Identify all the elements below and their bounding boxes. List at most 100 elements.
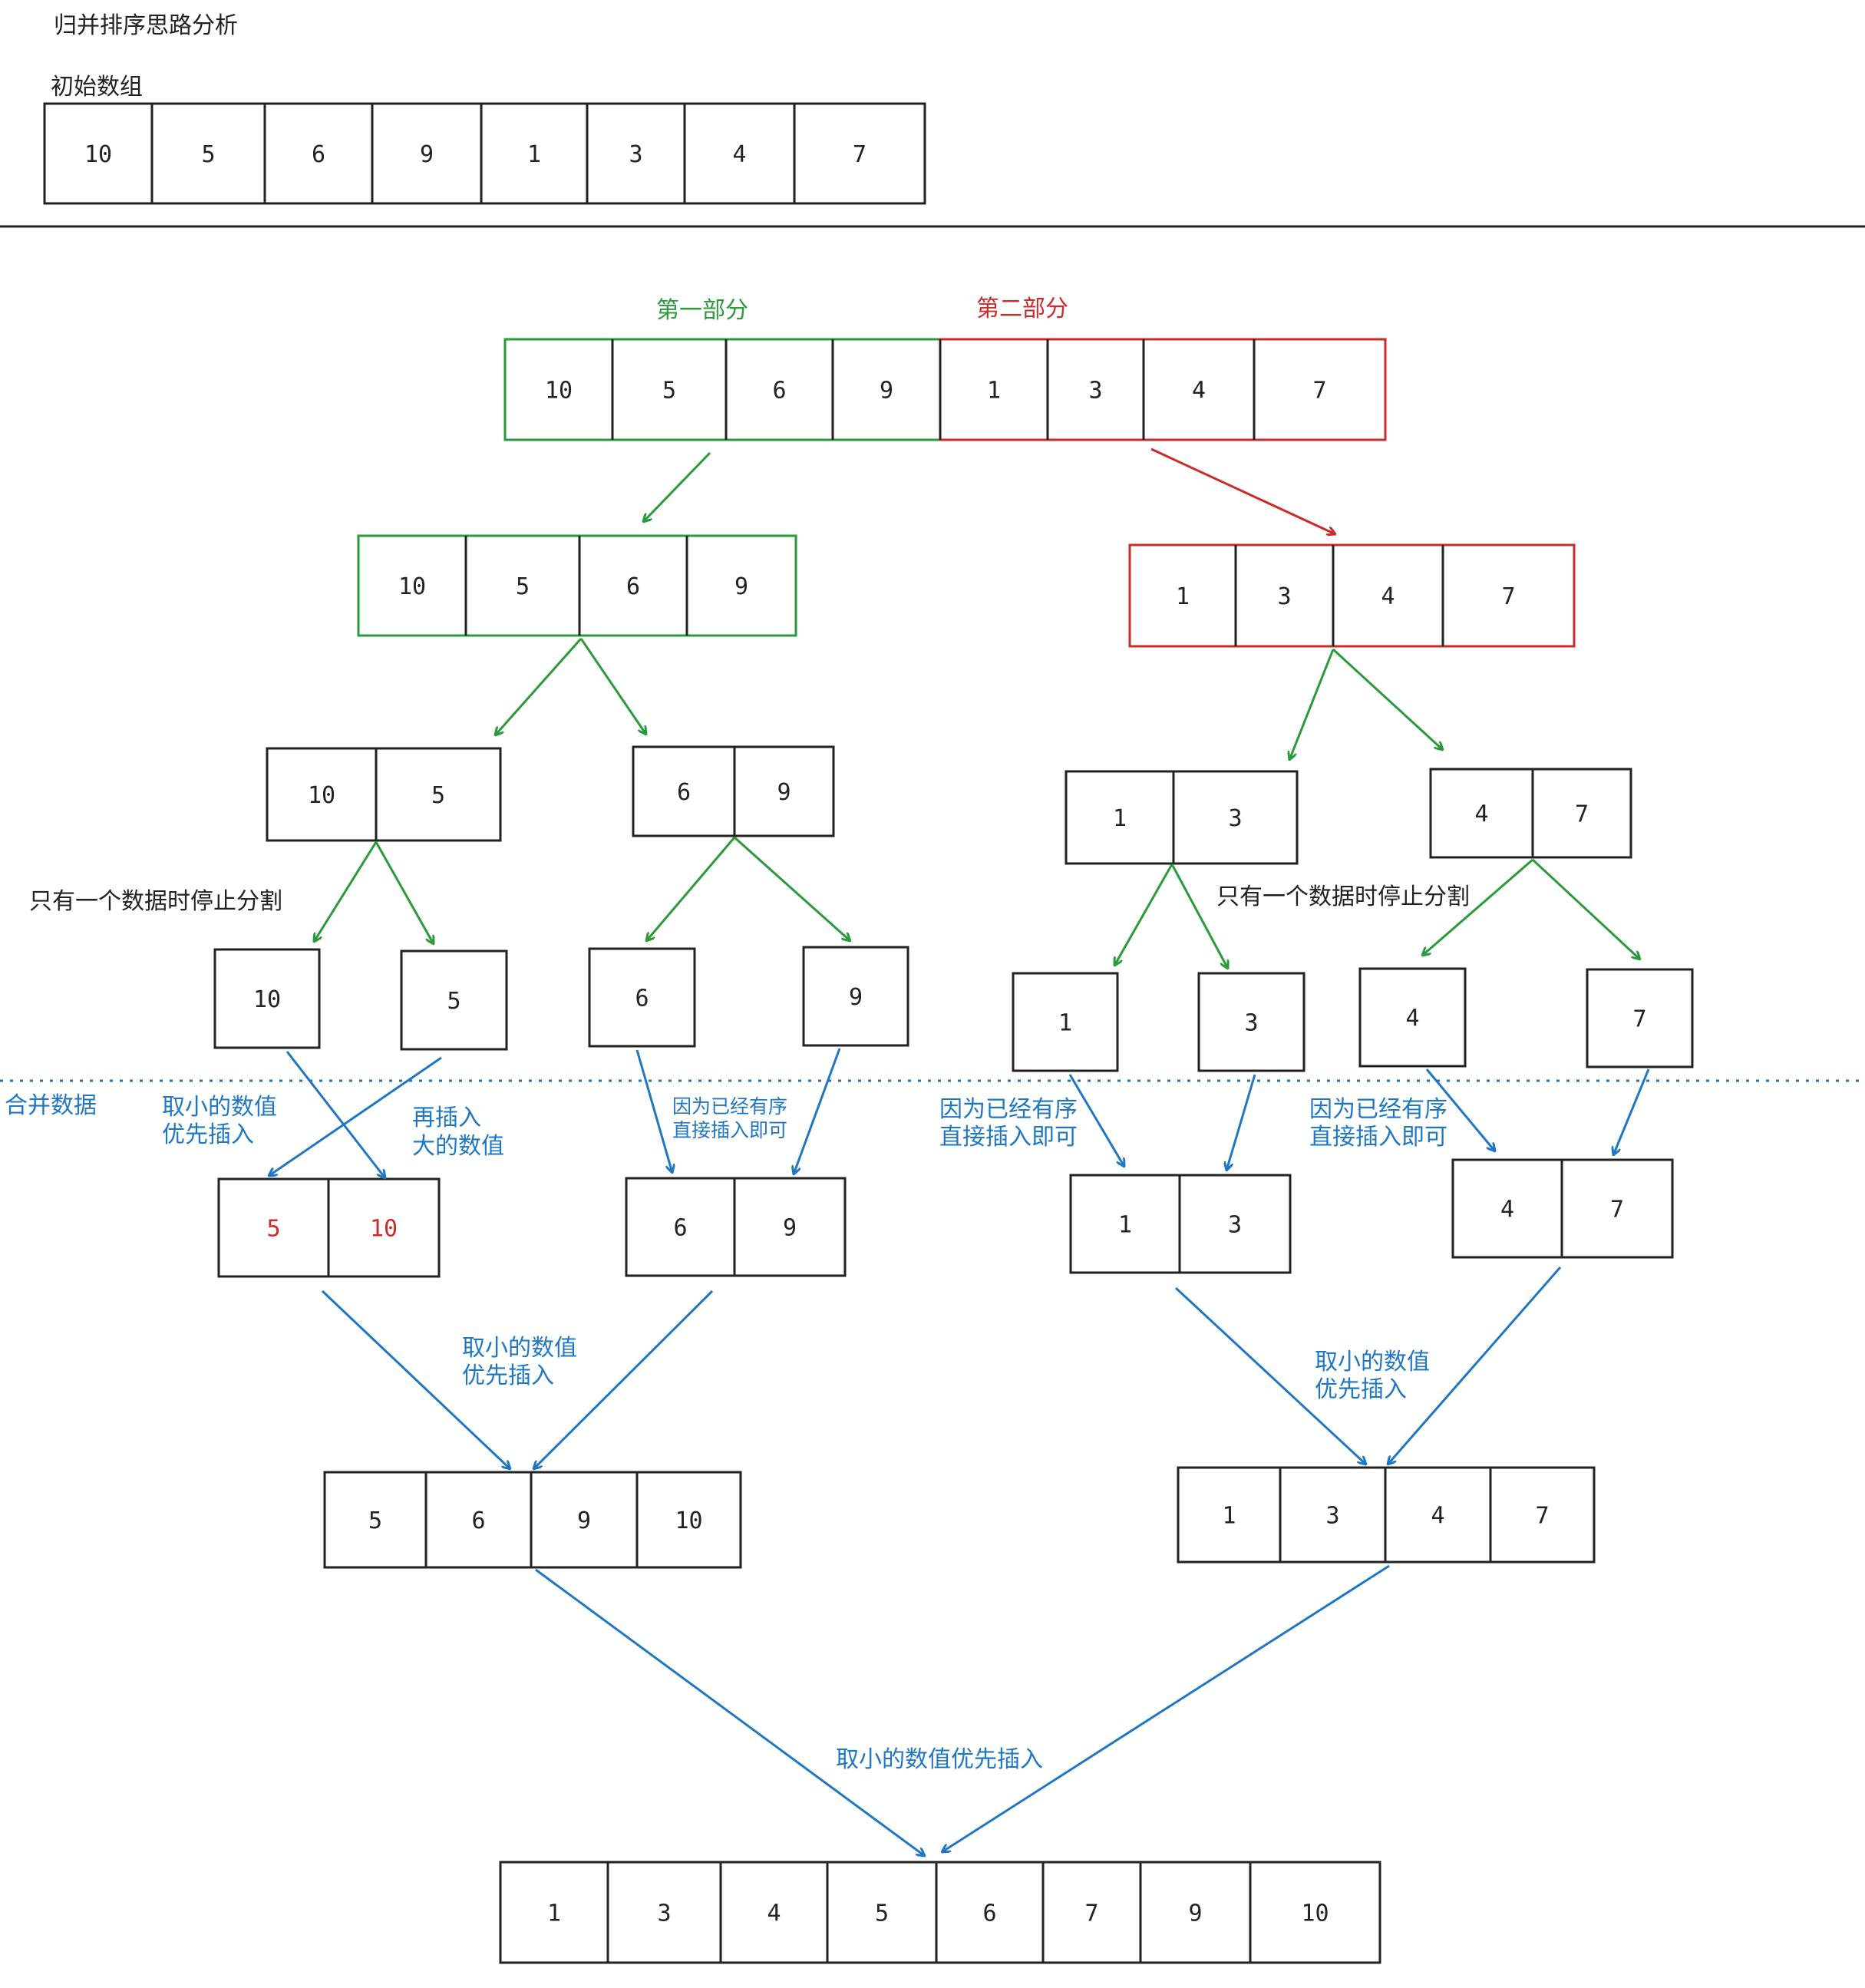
array-cell-value: 10 (675, 1508, 702, 1534)
note-already-sorted-3a: 因为已经有序 (1309, 1096, 1447, 1123)
note-take-small-1a: 取小的数值 (162, 1094, 277, 1121)
array-cell-value: 5 (662, 378, 676, 405)
note-take-small-3b: 优先插入 (1315, 1376, 1407, 1403)
arrow-green (643, 451, 711, 522)
array-frame (1429, 768, 1632, 859)
array-frame-green (503, 338, 942, 441)
array-cell-value: 4 (1474, 801, 1488, 828)
stop-split-note-right: 只有一个数据时停止分割 (1216, 883, 1470, 910)
array-cell-value: 1 (547, 1900, 561, 1927)
single-5-box: 5 (400, 949, 508, 1051)
merge-data-label: 合并数据 (5, 1092, 97, 1119)
arrow-green (375, 841, 434, 944)
note-already-sorted-2a: 因为已经有序 (939, 1096, 1078, 1123)
array-cell-value: 4 (1405, 1006, 1419, 1032)
arrow-green (1422, 858, 1533, 956)
note-insert-big-b: 大的数值 (412, 1133, 504, 1160)
array-frame (357, 534, 797, 637)
array-cell-value: 5 (368, 1508, 382, 1534)
arrow-blue (1174, 1286, 1366, 1465)
array-frame (400, 949, 508, 1051)
array-cell-value: 7 (1575, 801, 1589, 828)
array-cell-value: 1 (1113, 805, 1127, 832)
array-cell-value: 6 (982, 1900, 996, 1927)
array-cell-value: 6 (772, 378, 786, 405)
array-cell-value: 1 (1176, 583, 1190, 610)
array-frame (266, 747, 502, 842)
arrow-green (1289, 649, 1335, 760)
array-cell-value: 3 (1244, 1010, 1258, 1037)
array-cell-value: 7 (1632, 1006, 1646, 1033)
single-4-box: 4 (1358, 967, 1467, 1068)
array-cell-value: 7 (1084, 1900, 1098, 1927)
array-cell-value: 7 (1610, 1197, 1624, 1224)
arrow-blue (1068, 1074, 1124, 1167)
array-cell-value: 9 (783, 1215, 797, 1242)
array-frame (1128, 543, 1576, 648)
arrow-blue (635, 1049, 672, 1173)
arrow-green (1531, 858, 1640, 959)
array-cell-value: 5 (431, 782, 445, 809)
array-cell-value: 9 (734, 573, 748, 600)
array-cell-value: 1 (1222, 1503, 1236, 1530)
array-cell-value: 6 (626, 573, 640, 600)
array-frame (802, 946, 909, 1047)
array-cell-value: 4 (767, 1900, 781, 1927)
array-cell-value: 9 (849, 984, 863, 1011)
array-cell-value: 7 (853, 141, 866, 168)
note-already-sorted-1a: 因为已经有序 (672, 1095, 787, 1118)
arrow-blue (269, 1056, 442, 1176)
array-cell-value: 10 (253, 986, 281, 1013)
array-cell-value: 3 (1277, 583, 1291, 610)
array-cell-value: 7 (1501, 583, 1515, 610)
right-half-array: 1 3 4 7 (1128, 543, 1576, 648)
arrow-blue (942, 1564, 1390, 1852)
array-cell-value: 6 (677, 779, 691, 806)
array-frame (1586, 968, 1694, 1068)
array-cell-value: 1 (1118, 1212, 1132, 1239)
initial-array-label: 初始数组 (51, 74, 143, 101)
array-cell-value: 10 (398, 573, 426, 600)
arrow-green (734, 836, 850, 941)
arrow-blue (286, 1051, 385, 1178)
arrow-blue (1388, 1266, 1562, 1465)
array-cell-value: 5 (201, 141, 215, 168)
note-take-small-final: 取小的数值优先插入 (836, 1746, 1043, 1773)
array-frame (323, 1471, 742, 1569)
array-frame (499, 1861, 1381, 1964)
single-9-box: 9 (802, 946, 909, 1047)
array-cell-value: 5 (447, 988, 460, 1015)
single-10-box: 10 (213, 948, 321, 1049)
array-frame (1065, 770, 1299, 865)
arrow-green (1332, 648, 1443, 750)
arrow-green (495, 638, 583, 735)
single-7-box: 7 (1586, 968, 1694, 1068)
note-insert-big-a: 再插入 (412, 1105, 481, 1131)
arrow-blue (1226, 1074, 1256, 1171)
array-cell-value: 6 (312, 141, 325, 168)
array-cell-value: 4 (1381, 583, 1395, 610)
array-frame (588, 947, 696, 1048)
array-cell-value: 7 (1312, 378, 1326, 405)
arrow-blue (1613, 1068, 1650, 1155)
arrow-green (646, 837, 736, 941)
note-take-small-1b: 优先插入 (162, 1121, 254, 1148)
array-cell-value: 3 (1325, 1503, 1339, 1530)
array-cell-value: 4 (1500, 1197, 1514, 1224)
note-take-small-3a: 取小的数值 (1315, 1349, 1430, 1375)
array-cell-value: 10 (84, 141, 112, 168)
first-part-label: 第一部分 (656, 297, 748, 324)
array-cell-value: 4 (1431, 1503, 1444, 1530)
arrow-green (314, 841, 378, 942)
